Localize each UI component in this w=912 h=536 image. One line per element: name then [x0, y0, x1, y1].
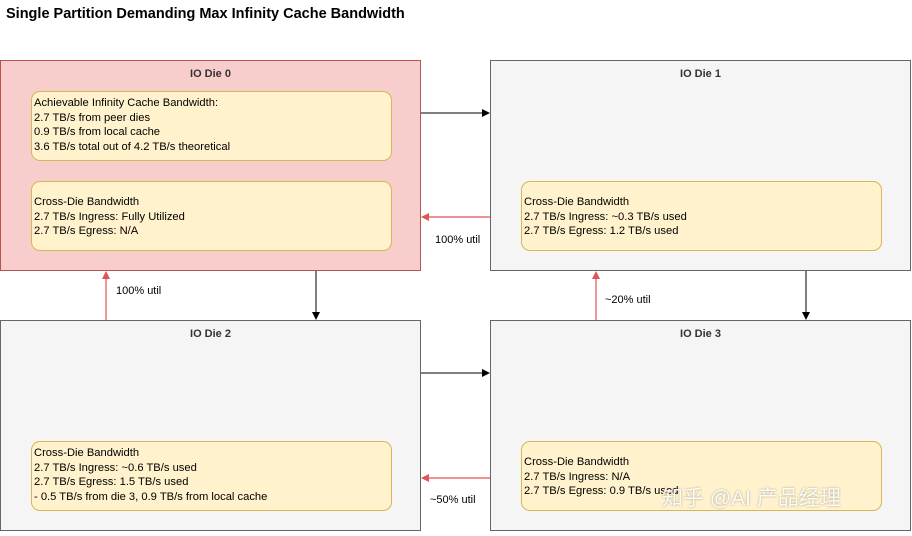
die-title: IO Die 3 — [680, 328, 721, 340]
diagram-title: Single Partition Demanding Max Infinity … — [6, 6, 405, 22]
note-line: Cross-Die Bandwidth — [34, 196, 140, 208]
note-line: 2.7 TB/s Ingress: ~0.6 TB/s used — [34, 461, 197, 474]
io-die-2: IO Die 2 Cross-Die Bandwidth 2.7 TB/s In… — [0, 320, 421, 531]
io-die-0: IO Die 0 Achievable Infinity Cache Bandw… — [0, 60, 421, 271]
edge-label-die1-to-die0: 100% util — [435, 234, 481, 246]
io-die-3: IO Die 3 Cross-Die Bandwidth 2.7 TB/s In… — [490, 320, 911, 531]
note-line: 2.7 TB/s from peer dies — [34, 111, 151, 124]
note-line: Achievable Infinity Cache Bandwidth: — [34, 97, 219, 109]
cross-die-bandwidth-note: Cross-Die Bandwidth 2.7 TB/s Ingress: ~0… — [31, 441, 392, 511]
note-line: 2.7 TB/s Ingress: Fully Utilized — [34, 210, 185, 223]
edge-label-die3-to-die1: ~20% util — [605, 294, 651, 306]
die-title: IO Die 1 — [680, 68, 721, 80]
note-line: 2.7 TB/s Egress: 0.9 TB/s used — [524, 485, 679, 497]
note-line: - 0.5 TB/s from die 3, 0.9 TB/s from loc… — [34, 490, 268, 503]
note-line: 2.7 TB/s Egress: N/A — [34, 225, 139, 237]
io-die-1: IO Die 1 Cross-Die Bandwidth 2.7 TB/s In… — [490, 60, 911, 271]
watermark: 知乎 @AI 产品经理 — [662, 487, 841, 510]
note-line: 2.7 TB/s Ingress: ~0.3 TB/s used — [524, 210, 687, 223]
cross-die-bandwidth-note: Cross-Die Bandwidth 2.7 TB/s Ingress: N/… — [521, 441, 882, 511]
edge-label-die3-to-die2: ~50% util — [430, 494, 476, 506]
note-line: Cross-Die Bandwidth — [524, 456, 630, 468]
edge-label-die2-to-die0: 100% util — [116, 285, 162, 297]
die-title: IO Die 0 — [190, 68, 231, 80]
cache-bandwidth-note: Achievable Infinity Cache Bandwidth: 2.7… — [31, 91, 392, 161]
note-line: 2.7 TB/s Egress: 1.5 TB/s used — [34, 476, 189, 488]
note-line: 3.6 TB/s total out of 4.2 TB/s theoretic… — [34, 140, 231, 153]
note-line: Cross-Die Bandwidth — [34, 447, 140, 459]
note-line: 2.7 TB/s Egress: 1.2 TB/s used — [524, 225, 679, 237]
note-line: 0.9 TB/s from local cache — [34, 126, 161, 138]
die-title: IO Die 2 — [190, 328, 231, 340]
cross-die-bandwidth-note: Cross-Die Bandwidth 2.7 TB/s Ingress: Fu… — [31, 181, 392, 251]
note-line: Cross-Die Bandwidth — [524, 196, 630, 208]
cross-die-bandwidth-note: Cross-Die Bandwidth 2.7 TB/s Ingress: ~0… — [521, 181, 882, 251]
note-line: 2.7 TB/s Ingress: N/A — [524, 470, 631, 483]
